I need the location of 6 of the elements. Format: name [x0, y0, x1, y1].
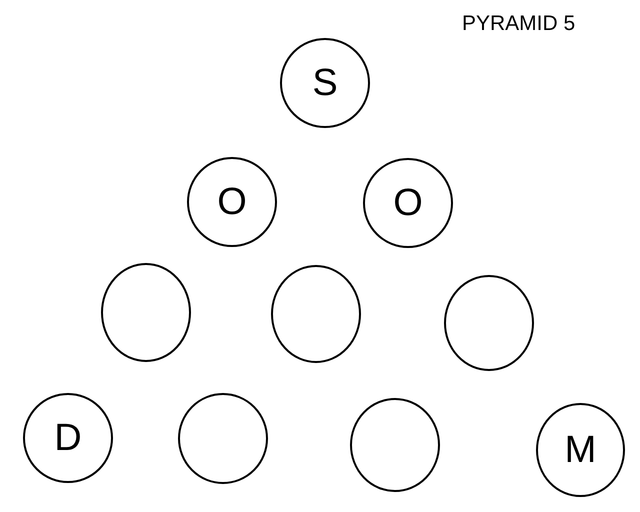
letter: O: [217, 183, 247, 221]
letter: D: [54, 419, 82, 457]
letter: M: [564, 431, 596, 469]
letter: S: [312, 64, 338, 102]
letter: O: [393, 184, 423, 222]
diagram-title: PYRAMID 5: [462, 12, 576, 36]
